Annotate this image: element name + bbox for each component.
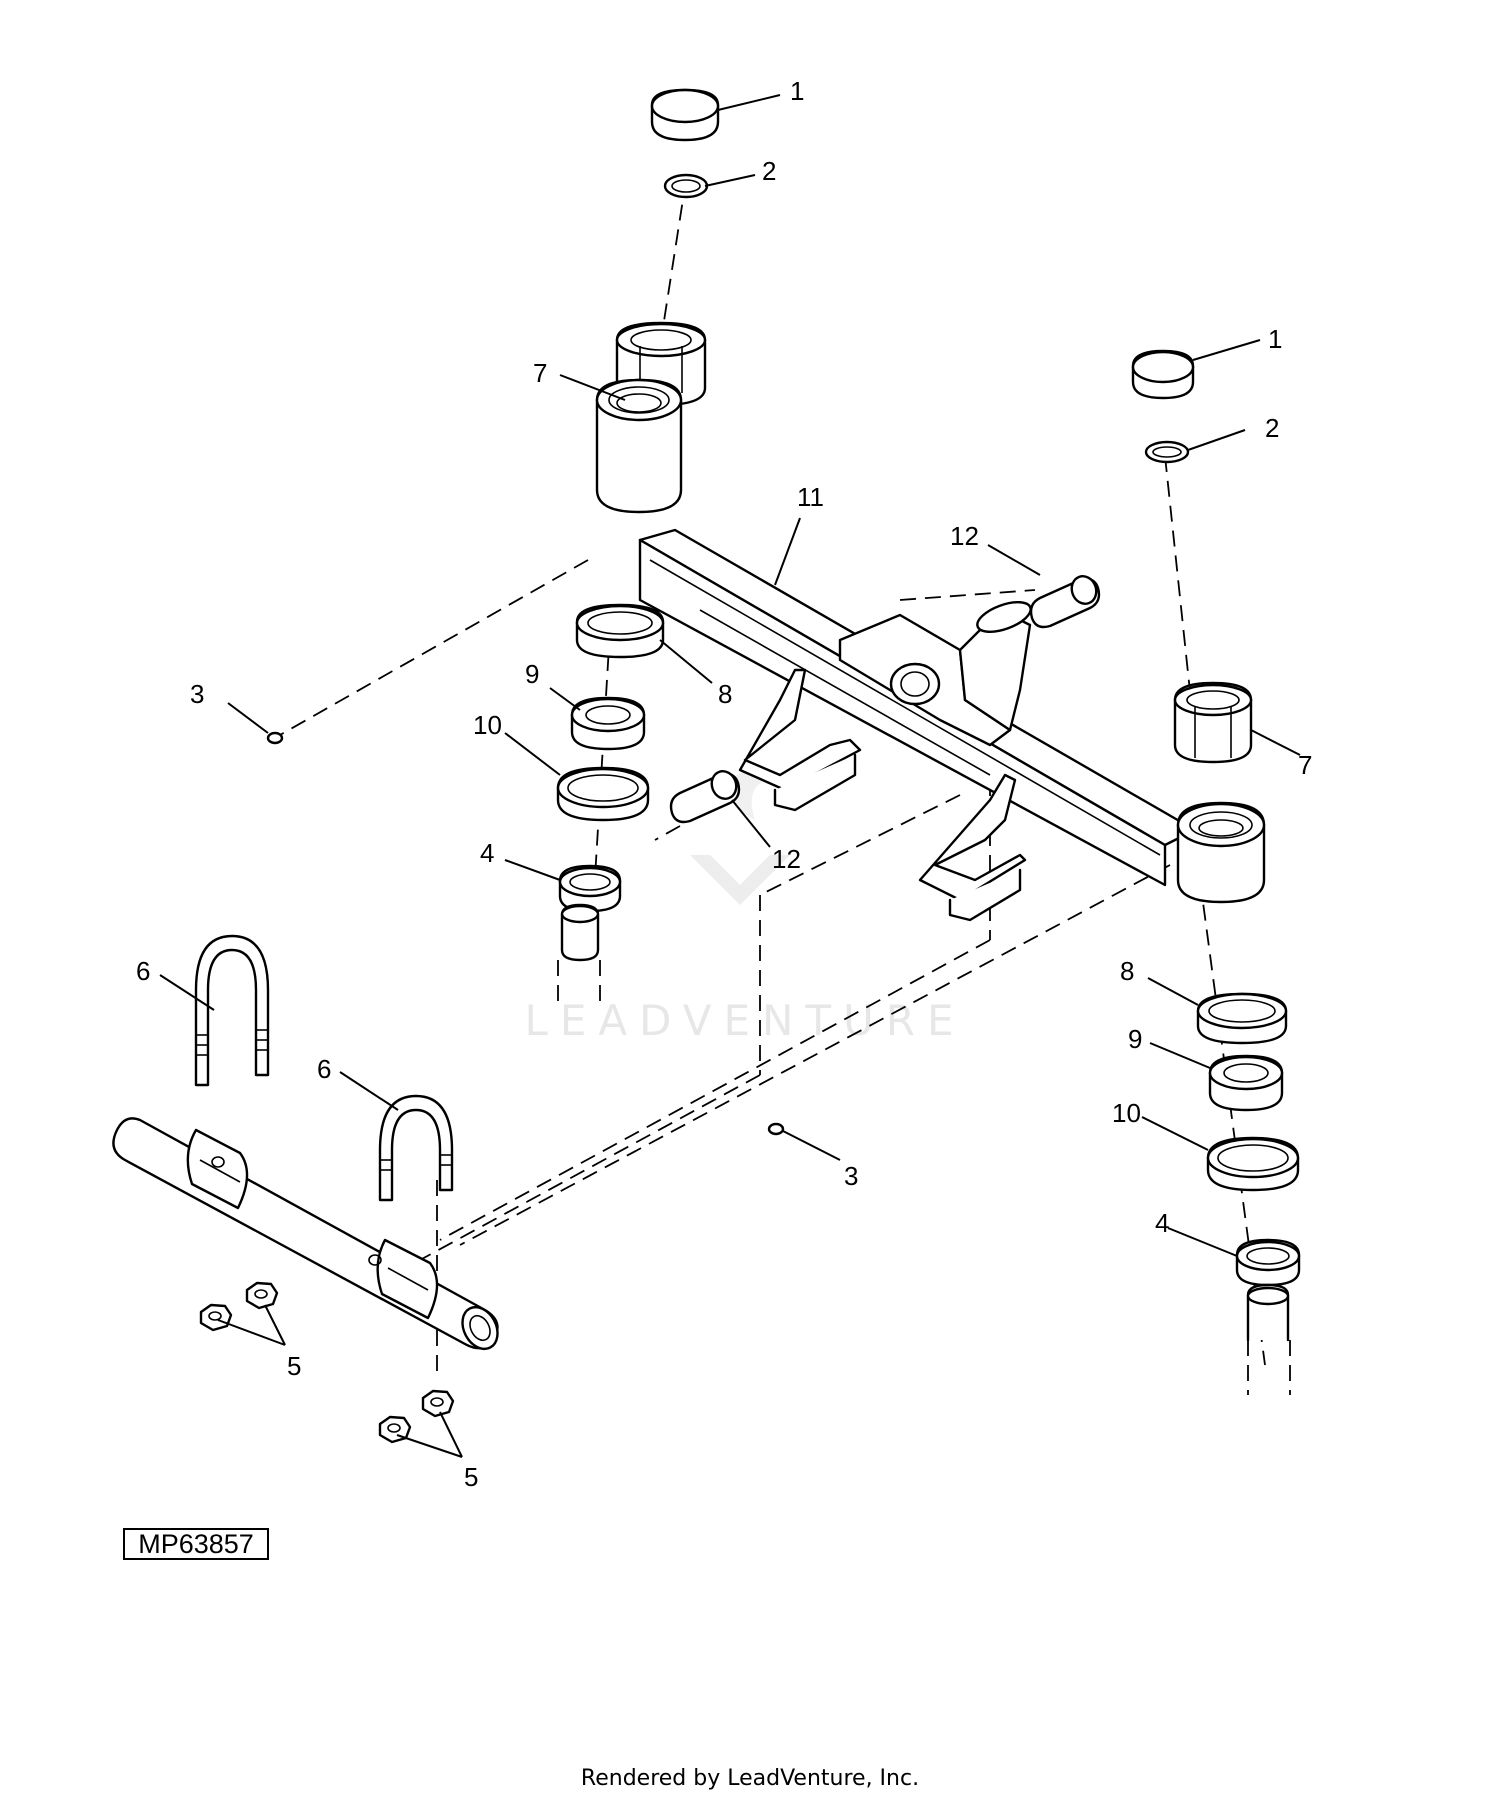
callout-8-left: 8 bbox=[718, 679, 732, 709]
axle-beam bbox=[595, 378, 1266, 922]
callout-7-left: 7 bbox=[533, 358, 547, 388]
callout-10-left: 10 bbox=[473, 710, 502, 740]
grease-fittings bbox=[266, 731, 785, 1136]
callout-6-right: 6 bbox=[317, 1054, 331, 1084]
callout-4-right: 4 bbox=[1155, 1208, 1169, 1238]
u-bolt-right bbox=[378, 1094, 454, 1202]
right-bushing bbox=[1173, 681, 1253, 764]
right-cap-assembly bbox=[1131, 349, 1195, 464]
callout-8-right: 8 bbox=[1120, 956, 1134, 986]
pivot-bushing-upper bbox=[1029, 575, 1101, 629]
callout-10-right: 10 bbox=[1112, 1098, 1141, 1128]
callout-5-left: 5 bbox=[287, 1351, 301, 1381]
callout-3-left: 3 bbox=[190, 679, 204, 709]
callout-numbers: 1 2 7 11 12 1 2 3 9 8 10 7 12 4 8 6 9 6 … bbox=[136, 76, 1312, 1492]
callout-9-right: 9 bbox=[1128, 1024, 1142, 1054]
u-bolt-left bbox=[194, 934, 270, 1087]
watermark-text: LEADVENTURE bbox=[524, 996, 965, 1045]
left-bearing-stack bbox=[556, 603, 665, 1010]
hex-nuts bbox=[199, 1281, 455, 1444]
callout-2-right: 2 bbox=[1265, 413, 1279, 443]
drawing-id: MP63857 bbox=[123, 1528, 269, 1560]
callout-12-lower: 12 bbox=[772, 844, 801, 874]
callout-1-right: 1 bbox=[1268, 324, 1282, 354]
callout-3-right: 3 bbox=[844, 1161, 858, 1191]
assembly-lines bbox=[279, 179, 1266, 1380]
callout-9-left: 9 bbox=[525, 659, 539, 689]
callout-12-upper: 12 bbox=[950, 521, 979, 551]
left-cap-assembly bbox=[650, 88, 720, 199]
right-bearing-stack bbox=[1196, 992, 1301, 1395]
pivot-bushing-lower bbox=[669, 770, 741, 824]
callout-7-right: 7 bbox=[1298, 750, 1312, 780]
footer-credit: Rendered by LeadVenture, Inc. bbox=[580, 1766, 920, 1791]
callout-4-left: 4 bbox=[480, 838, 494, 868]
callout-6-left: 6 bbox=[136, 956, 150, 986]
callout-1-left: 1 bbox=[790, 76, 804, 106]
pivot-shaft bbox=[112, 1117, 499, 1351]
callout-5-right: 5 bbox=[464, 1462, 478, 1492]
callout-11: 11 bbox=[797, 482, 824, 512]
leader-lines bbox=[159, 94, 1301, 1458]
callout-2-left: 2 bbox=[762, 156, 776, 186]
